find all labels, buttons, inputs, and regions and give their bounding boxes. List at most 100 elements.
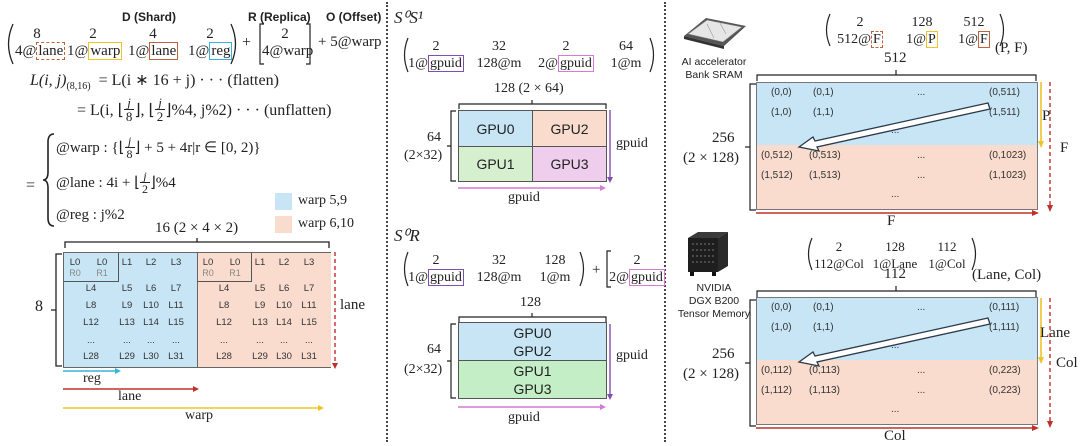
lane-cell: L31 — [168, 351, 184, 362]
right-paren-icon — [971, 237, 977, 271]
s0r-bottom-label: gpuid — [508, 410, 540, 425]
coord-cell: (1,0) — [771, 107, 792, 118]
coord-cell: (0,511) — [989, 87, 1020, 98]
shard-size: 4 — [149, 26, 157, 42]
tmem-grid: (0,0)(0,1)...(0,111)(1,0)(1,1)(1,111)...… — [756, 297, 1038, 425]
lane0-box — [197, 253, 252, 282]
col-stride: 1@ — [958, 32, 979, 47]
gpuid-dim-box: gpuid — [428, 269, 464, 286]
col-size: 512 — [963, 15, 985, 30]
frac-num: j — [158, 95, 162, 110]
col-size: 2 — [835, 239, 843, 254]
ellipsis: ... — [891, 340, 900, 351]
lane-cell: L8 — [218, 300, 230, 311]
eq-part: ⌋, ⌊ — [134, 101, 155, 119]
coord-cell: (0,0) — [771, 302, 792, 313]
top-brace-icon — [64, 238, 330, 248]
left-brace-icon — [447, 110, 456, 182]
coord-cell-bottom: (1,1023) — [989, 170, 1027, 181]
lane-cell: L3 — [170, 257, 182, 268]
s0s1-grid: GPU0 GPU2 GPU1 GPU3 — [458, 110, 607, 182]
tmem-left-a: 256 — [712, 346, 735, 362]
col-size: 112 — [937, 239, 957, 254]
lane-cell: L1 — [121, 257, 133, 268]
plus-sign: + — [592, 262, 601, 278]
shard-size: 8 — [33, 26, 41, 42]
col-size: 2 — [432, 253, 440, 268]
grid-left-label: 8 — [35, 298, 43, 315]
top-brace-icon — [458, 100, 607, 109]
separator-right — [664, 2, 666, 442]
eq-flatten: L(i, j)(8,16) = L(i ∗ 16 + j) · · · (fla… — [30, 70, 279, 92]
lane-cell: L15 — [301, 317, 317, 328]
reg-arrow-label: reg — [83, 371, 101, 386]
s0s1-right-label: gpuid — [616, 136, 648, 151]
caption-line: AI accelerator — [681, 56, 747, 68]
left-paren-icon — [807, 237, 813, 271]
coord-cell-bottom: (1,112) — [761, 385, 792, 396]
lane-cell: L6 — [278, 283, 290, 294]
replica-matrix: 2 4@warp — [258, 22, 313, 66]
f-dim-box: F — [978, 31, 990, 48]
lane-cell: L7 — [170, 283, 182, 294]
gpuid-right-arrow-icon — [458, 404, 606, 410]
legend-item: warp 5,9 — [275, 190, 354, 212]
lane-cell: L30 — [276, 351, 292, 362]
replica-col: 2 4@warp — [262, 26, 313, 60]
f-dim-box: F — [871, 31, 883, 48]
col-stride: 1@m — [539, 270, 571, 285]
coord-cell: (1,1) — [813, 107, 834, 118]
sram-right-outer: F — [1060, 140, 1069, 156]
gpu-cell: GPU0 GPU2 — [459, 323, 606, 361]
lane-down-arrow-icon — [332, 252, 338, 369]
sram-col: 512 1@F — [952, 14, 996, 48]
lane-down-arrow-icon — [1038, 298, 1044, 364]
frac-den: 8 — [124, 147, 135, 161]
sram-tuple: (P, F) — [995, 40, 1028, 56]
coord-cell-bottom: (1,113) — [809, 385, 840, 396]
coord-cell: (1,111) — [989, 322, 1020, 333]
cases-eq: = — [26, 177, 36, 194]
lane-cell: L4 — [218, 283, 230, 294]
col-right-arrow-icon — [756, 425, 1039, 431]
warp-dim-box: warp — [88, 42, 123, 60]
col-stride: 128@m — [476, 56, 522, 71]
lane-cell: ... — [172, 335, 180, 346]
right-paren-icon — [579, 251, 585, 287]
frac-den: 8 — [123, 109, 135, 124]
left-brace-icon — [51, 253, 62, 367]
caption-line: NVIDIA — [696, 282, 732, 294]
lane-cell: L31 — [301, 351, 317, 362]
coord-cell: (0,1) — [813, 302, 834, 313]
lane-cell: L3 — [303, 257, 315, 268]
plus-sign: + — [242, 34, 252, 51]
s0s1-left-b: (2×32) — [404, 148, 443, 163]
p-down-arrow-icon — [1038, 82, 1044, 148]
lane-dim-box: lane — [149, 42, 179, 60]
coord-cell-bottom: ... — [917, 170, 926, 181]
s0s1-col: 32 128@m — [470, 38, 528, 72]
col-stride: 1@Lane — [872, 256, 918, 271]
gpuid-dim-box: gpuid — [558, 55, 594, 72]
lane-cell: L7 — [303, 283, 315, 294]
warp-arrow-icon — [63, 405, 324, 411]
sram-top-label: 512 — [884, 50, 907, 66]
f-down-arrow-icon — [1047, 82, 1053, 212]
lane-cell: L30 — [143, 351, 159, 362]
tmem-right-inner: Lane — [1040, 325, 1070, 341]
top-brace-icon — [756, 70, 1037, 81]
top-brace-icon — [756, 286, 1037, 297]
col-stride: 128@m — [476, 270, 522, 285]
tmem-bottom-region — [757, 360, 1037, 424]
col-size: 32 — [492, 39, 506, 54]
coord-cell: (1,511) — [989, 107, 1020, 118]
caption-line: Tensor Memory — [677, 308, 751, 320]
lane-arrow-icon — [63, 386, 199, 392]
coord-cell: ... — [917, 87, 926, 98]
